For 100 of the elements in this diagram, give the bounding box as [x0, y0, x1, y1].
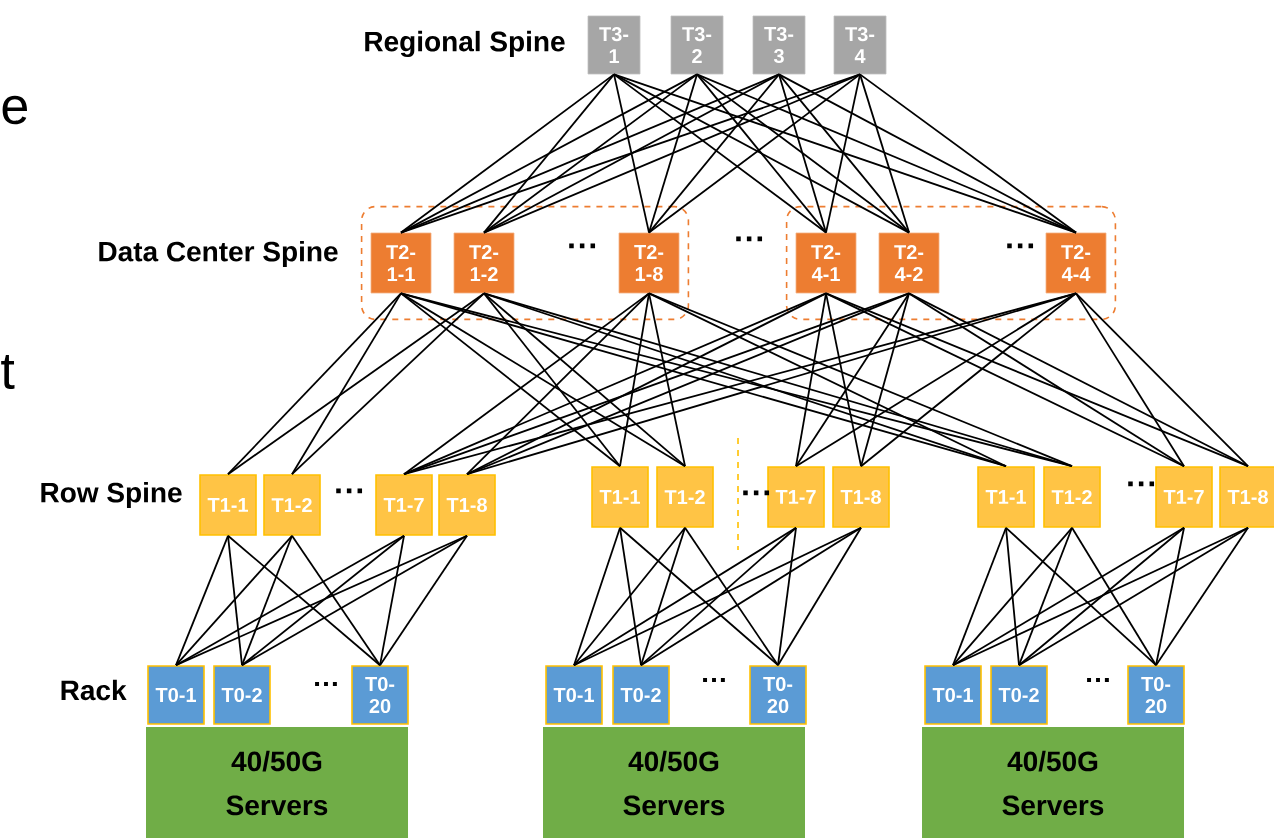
connection-line: [403, 292, 650, 476]
tier-label: Row Spine: [41, 481, 182, 509]
connection-line: [379, 534, 468, 667]
switch-box: T1-7: [1155, 466, 1213, 528]
connection-line: [227, 292, 485, 476]
tier-label: Rack: [61, 679, 127, 701]
switch-box: T1-7: [375, 474, 433, 536]
switch-box: T0-2: [612, 665, 670, 725]
connection-line: [1075, 292, 1185, 468]
connection-line: [696, 73, 1077, 234]
switch-box: T1-2: [263, 474, 321, 536]
switch-box: T1-2: [656, 466, 714, 528]
ellipsis: …: [315, 681, 337, 687]
connection-line: [466, 292, 650, 476]
connection-line: [696, 73, 910, 234]
connection-line: [227, 534, 243, 667]
connection-line: [859, 73, 1077, 234]
connection-line: [400, 292, 686, 468]
group-frame: [785, 205, 1117, 321]
connection-line: [860, 292, 1077, 468]
server-block: 40/50G Servers: [922, 727, 1184, 838]
connection-line: [1155, 526, 1185, 667]
ellipsis: ···: [336, 488, 363, 494]
connection-line: [1018, 526, 1249, 667]
connection-line: [619, 292, 650, 468]
switch-box: T3-1: [587, 15, 641, 75]
switch-box: T3-2: [670, 15, 724, 75]
connection-line: [241, 534, 405, 667]
switch-box: T0-1: [924, 665, 982, 725]
switch-box: T0-20: [749, 665, 807, 725]
switch-box: T0-20: [1127, 665, 1185, 725]
connection-line: [483, 292, 686, 468]
connection-line: [648, 73, 861, 234]
connection-line: [227, 534, 381, 667]
connection-line: [573, 526, 862, 667]
connection-line: [777, 526, 797, 667]
connection-line: [1005, 526, 1157, 667]
connection-line: [859, 73, 910, 234]
connection-line: [241, 534, 293, 667]
switch-box: T1-1: [199, 474, 257, 536]
connection-line: [1155, 526, 1249, 667]
switch-box: T1-8: [438, 474, 496, 536]
connection-line: [619, 526, 642, 667]
connection-line: [379, 534, 405, 667]
switch-box: T1-8: [832, 466, 890, 528]
tier-label: Regional Spine: [365, 30, 565, 58]
connection-line: [952, 526, 1249, 667]
tier-label: Data Center Spine: [99, 240, 338, 268]
connection-line: [778, 73, 910, 234]
connection-line: [175, 534, 293, 667]
connection-line: [648, 73, 698, 234]
connection-line: [648, 292, 1073, 468]
connection-line: [227, 292, 402, 476]
connection-line: [777, 526, 862, 667]
connection-line: [860, 292, 910, 468]
connection-line: [573, 526, 686, 667]
switch-box: T2-1-2: [453, 232, 515, 294]
switch-box: T0-1: [545, 665, 603, 725]
connection-line: [175, 534, 405, 667]
server-block: 40/50G Servers: [146, 727, 408, 838]
switch-box: T0-2: [990, 665, 1048, 725]
connection-line: [400, 73, 615, 234]
connection-line: [241, 534, 468, 667]
connection-line: [952, 526, 1073, 667]
connection-line: [291, 292, 485, 476]
connection-line: [1018, 526, 1185, 667]
switch-box: T0-2: [213, 665, 271, 725]
switch-box: T1-1: [591, 466, 649, 528]
connection-line: [291, 534, 381, 667]
connection-line: [483, 73, 861, 234]
ellipsis: ···: [736, 236, 763, 242]
ellipsis: …: [1087, 677, 1109, 683]
switch-box: T2-4-4: [1045, 232, 1107, 294]
group-frame: [360, 205, 690, 321]
connection-line: [1071, 526, 1157, 667]
switch-box: T1-1: [977, 466, 1035, 528]
connection-line: [908, 292, 1249, 468]
switch-box: T2-1-1: [370, 232, 432, 294]
ellipsis: ···: [1007, 243, 1034, 249]
ellipsis: ···: [1128, 481, 1155, 487]
ellipsis: ···: [569, 243, 596, 249]
server-block: 40/50G Servers: [543, 727, 805, 838]
connection-line: [1018, 526, 1073, 667]
connection-line: [175, 534, 468, 667]
connection-line: [778, 73, 827, 234]
connection-line: [795, 292, 910, 468]
connection-line: [400, 292, 621, 468]
ellipsis: …: [703, 677, 725, 683]
switch-box: T2-4-2: [878, 232, 940, 294]
connection-line: [640, 526, 862, 667]
connection-line: [825, 292, 1249, 468]
connection-line: [684, 526, 779, 667]
connection-line: [640, 526, 797, 667]
connection-line: [613, 73, 827, 234]
connection-line: [619, 526, 779, 667]
connection-line: [1005, 526, 1020, 667]
switch-box: T1-8: [1219, 466, 1274, 528]
connection-line: [640, 526, 686, 667]
cropped-text: e: [2, 95, 27, 125]
switch-box: T0-20: [351, 665, 409, 725]
